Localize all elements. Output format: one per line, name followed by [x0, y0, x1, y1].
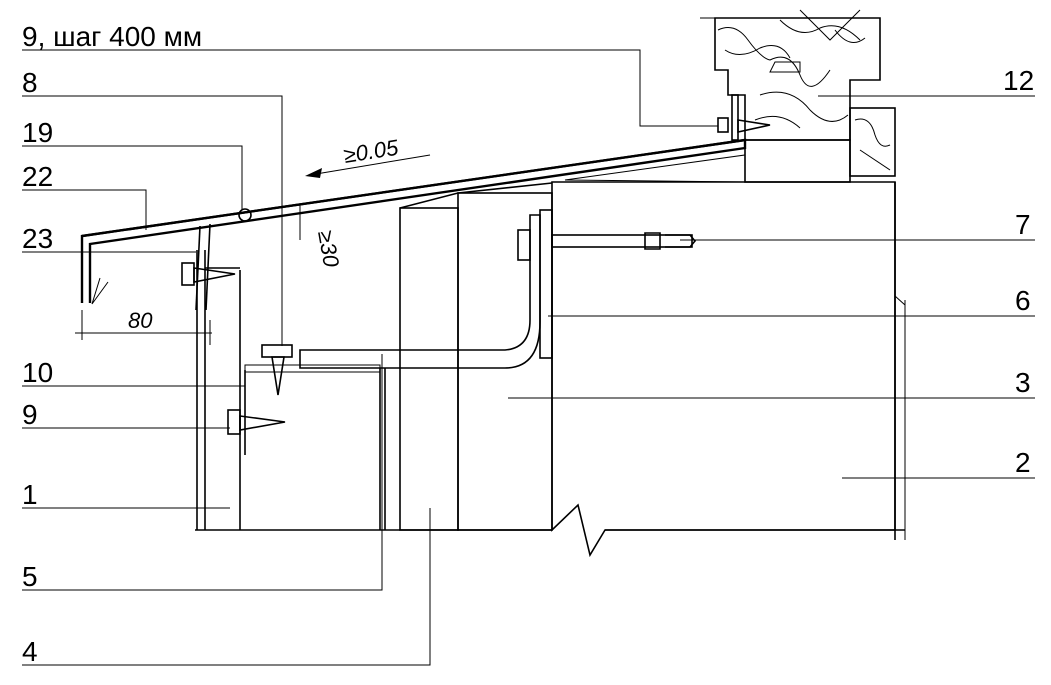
label-9: 9 — [22, 399, 38, 430]
label-9-step: 9, шаг 400 мм — [22, 21, 202, 52]
label-22: 22 — [22, 161, 53, 192]
screw-23 — [181, 262, 236, 286]
anchor-7 — [551, 232, 697, 250]
dim-angle: ≥30 — [313, 229, 344, 270]
dim-width: 80 — [128, 308, 153, 333]
label-8: 8 — [22, 67, 38, 98]
label-6: 6 — [1015, 285, 1031, 316]
screw-9 — [227, 409, 286, 435]
cladding-profile — [196, 250, 246, 530]
label-5: 5 — [22, 561, 38, 592]
label-23: 23 — [22, 223, 53, 254]
label-7: 7 — [1015, 209, 1031, 240]
dimensions — [75, 154, 431, 345]
screw-9-top — [717, 94, 771, 141]
label-2: 2 — [1015, 447, 1031, 478]
window-frame — [564, 9, 896, 183]
leader-lines — [22, 49, 1035, 666]
label-19: 19 — [22, 117, 53, 148]
label-4: 4 — [22, 636, 38, 667]
label-10: 10 — [22, 357, 53, 388]
label-12: 12 — [1003, 65, 1034, 96]
rivet-19 — [238, 208, 252, 222]
label-1: 1 — [22, 479, 38, 510]
label-3: 3 — [1015, 367, 1031, 398]
dim-slope: ≥0.05 — [342, 135, 401, 168]
screw-8 — [261, 344, 293, 396]
bracket — [244, 209, 553, 530]
masonry-wall — [551, 181, 906, 558]
